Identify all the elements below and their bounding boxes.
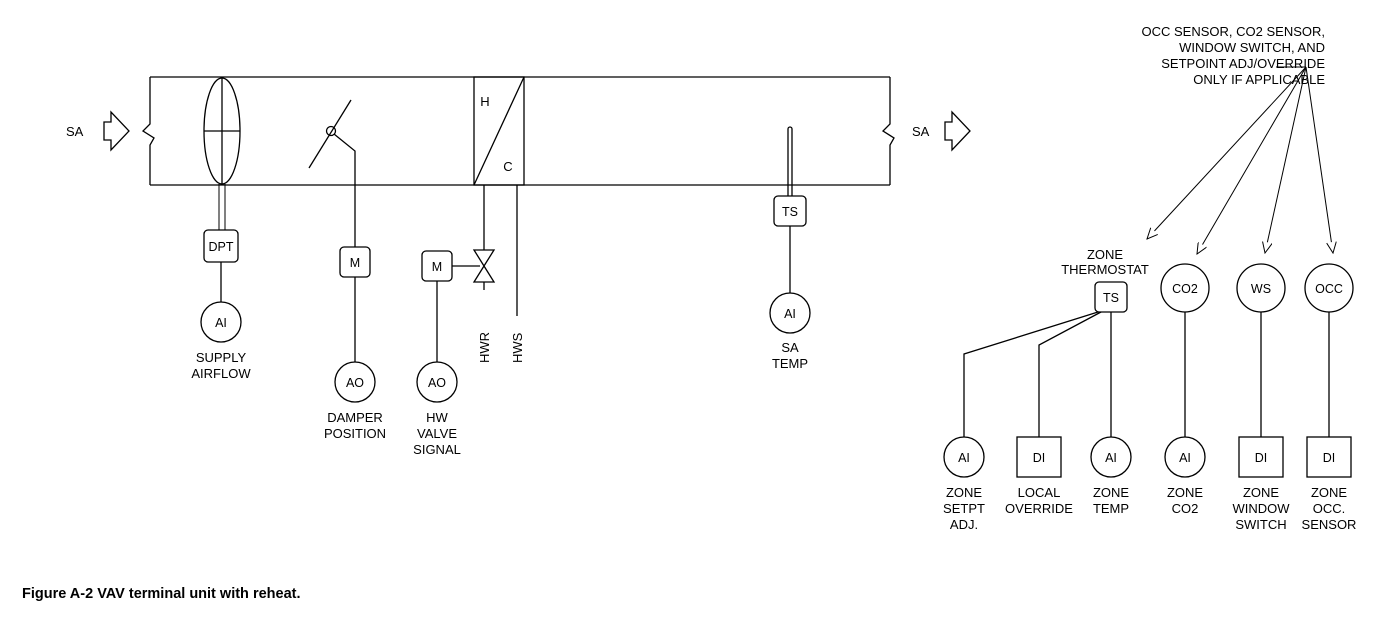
- window-switch: WS DI ZONE WINDOW SWITCH: [1232, 263, 1290, 532]
- supply-airflow-type: AI: [215, 316, 227, 330]
- zone-window-switch-di-box: [1238, 436, 1284, 478]
- zone-setpt-adj-type: AI: [958, 451, 970, 465]
- zone-occ-sensor-label-1: ZONE: [1311, 485, 1347, 500]
- damper-blade-icon: [308, 99, 352, 169]
- coil-box: [473, 76, 525, 186]
- hw-valve-actuator: M AO HW VALVE SIGNAL: [413, 250, 461, 457]
- sa-ts-label: TS: [782, 205, 798, 219]
- supply-airflow-label-1: SUPPLY: [196, 350, 247, 365]
- zone-ts-label: TS: [1103, 291, 1119, 305]
- zone-setpt-adj-label-3: ADJ.: [950, 517, 978, 532]
- hw-valve-signal-ao-circle: [416, 361, 458, 403]
- zone-thermostat-label-2: THERMOSTAT: [1061, 262, 1149, 277]
- local-override-label-2: OVERRIDE: [1005, 501, 1073, 516]
- sa-outlet-arrow-icon: [944, 110, 971, 152]
- damper-motor-label: M: [350, 256, 360, 270]
- sa-outlet-label: SA: [912, 124, 930, 139]
- damper-shaft-icon: [325, 125, 337, 137]
- zone-temp-ai-circle: [1090, 436, 1132, 478]
- zone-co2-label-2: CO2: [1172, 501, 1199, 516]
- zone-window-switch-label-1: ZONE: [1243, 485, 1279, 500]
- duct: [141, 76, 895, 186]
- sa-inlet: SA: [66, 110, 130, 152]
- local-override-di-box: [1016, 436, 1062, 478]
- zone-co2-label-1: ZONE: [1167, 485, 1203, 500]
- dpt-label: DPT: [209, 240, 234, 254]
- damper-position-ao-circle: [334, 361, 376, 403]
- sa-inlet-label: SA: [66, 124, 84, 139]
- hw-valve-signal-label-2: VALVE: [417, 426, 457, 441]
- coil-cool-label: C: [503, 159, 512, 174]
- zone-window-switch-label-3: SWITCH: [1235, 517, 1286, 532]
- damper-position-type: AO: [346, 376, 364, 390]
- duct-break-left: [141, 77, 155, 185]
- zone-temp-point: AI ZONE TEMP: [1090, 436, 1132, 516]
- note-line-2: WINDOW SWITCH, AND: [1179, 40, 1325, 55]
- supply-airflow-ai-circle: [200, 301, 242, 343]
- sa-inlet-arrow-icon: [103, 110, 130, 152]
- sa-temp-label-2: TEMP: [772, 356, 808, 371]
- zone-setpt-adj-label-1: ZONE: [946, 485, 982, 500]
- occ-sensor-label: OCC: [1315, 282, 1343, 296]
- zone-occ-sensor-label-2: OCC.: [1313, 501, 1346, 516]
- sa-temp-ai-circle: [769, 292, 811, 334]
- occupancy-sensor: OCC DI ZONE OCC. SENSOR: [1302, 263, 1357, 532]
- zone-temp-label-1: ZONE: [1093, 485, 1129, 500]
- hw-valve-signal-label-1: HW: [426, 410, 448, 425]
- zone-window-switch-label-2: WINDOW: [1232, 501, 1290, 516]
- hw-valve-signal-label-3: SIGNAL: [413, 442, 461, 457]
- local-override-label-1: LOCAL: [1018, 485, 1061, 500]
- local-override-point: DI LOCAL OVERRIDE: [1005, 436, 1073, 516]
- note-line-3: SETPOINT ADJ/OVERRIDE: [1161, 56, 1325, 71]
- figure-caption: Figure A-2 VAV terminal unit with reheat…: [22, 586, 301, 602]
- hws-label: HWS: [510, 332, 525, 363]
- sa-temp-type: AI: [784, 307, 796, 321]
- temp-probe-icon: [787, 126, 793, 196]
- note-line-1: OCC SENSOR, CO2 SENSOR,: [1142, 24, 1325, 39]
- note-line-4: ONLY IF APPLICABLE: [1193, 72, 1325, 87]
- local-override-type: DI: [1033, 451, 1046, 465]
- sa-temp-label-1: SA: [781, 340, 799, 355]
- sa-outlet: SA: [912, 110, 971, 152]
- zone-occ-sensor-di-box: [1306, 436, 1352, 478]
- flow-station: DPT AI SUPPLY AIRFLOW: [191, 77, 251, 381]
- zone-thermostat: ZONE THERMOSTAT TS: [963, 247, 1149, 437]
- zone-occ-sensor-label-3: SENSOR: [1302, 517, 1357, 532]
- zone-occ-sensor-type: DI: [1323, 451, 1336, 465]
- zone-temp-type: AI: [1105, 451, 1117, 465]
- damper-position-label-1: DAMPER: [327, 410, 383, 425]
- zone-temp-label-2: TEMP: [1093, 501, 1129, 516]
- valve-motor-label: M: [432, 260, 442, 274]
- zone-thermostat-label-1: ZONE: [1087, 247, 1123, 262]
- duct-break-right: [881, 77, 895, 185]
- coil-heat-label: H: [480, 94, 489, 109]
- reheat-coil: H C HWR HWS: [452, 76, 525, 363]
- window-switch-label: WS: [1251, 282, 1271, 296]
- damper: M AO DAMPER POSITION: [308, 99, 386, 441]
- co2-sensor-label: CO2: [1172, 282, 1198, 296]
- zone-co2-ai-circle: [1164, 436, 1206, 478]
- co2-sensor: CO2 AI ZONE CO2: [1160, 263, 1210, 516]
- hwr-label: HWR: [477, 332, 492, 363]
- zone-setpt-adj-label-2: SETPT: [943, 501, 985, 516]
- hw-valve-signal-type: AO: [428, 376, 446, 390]
- zone-setpt-adj-point: AI ZONE SETPT ADJ.: [943, 436, 985, 532]
- zone-co2-type: AI: [1179, 451, 1191, 465]
- hw-valve-icon: [472, 249, 496, 283]
- zone-setpt-adj-ai-circle: [943, 436, 985, 478]
- zone-window-switch-type: DI: [1255, 451, 1268, 465]
- supply-airflow-label-2: AIRFLOW: [191, 366, 251, 381]
- applicability-note: OCC SENSOR, CO2 SENSOR, WINDOW SWITCH, A…: [1142, 24, 1333, 254]
- damper-position-label-2: POSITION: [324, 426, 386, 441]
- sa-temp-sensor: TS AI SA TEMP: [769, 126, 811, 371]
